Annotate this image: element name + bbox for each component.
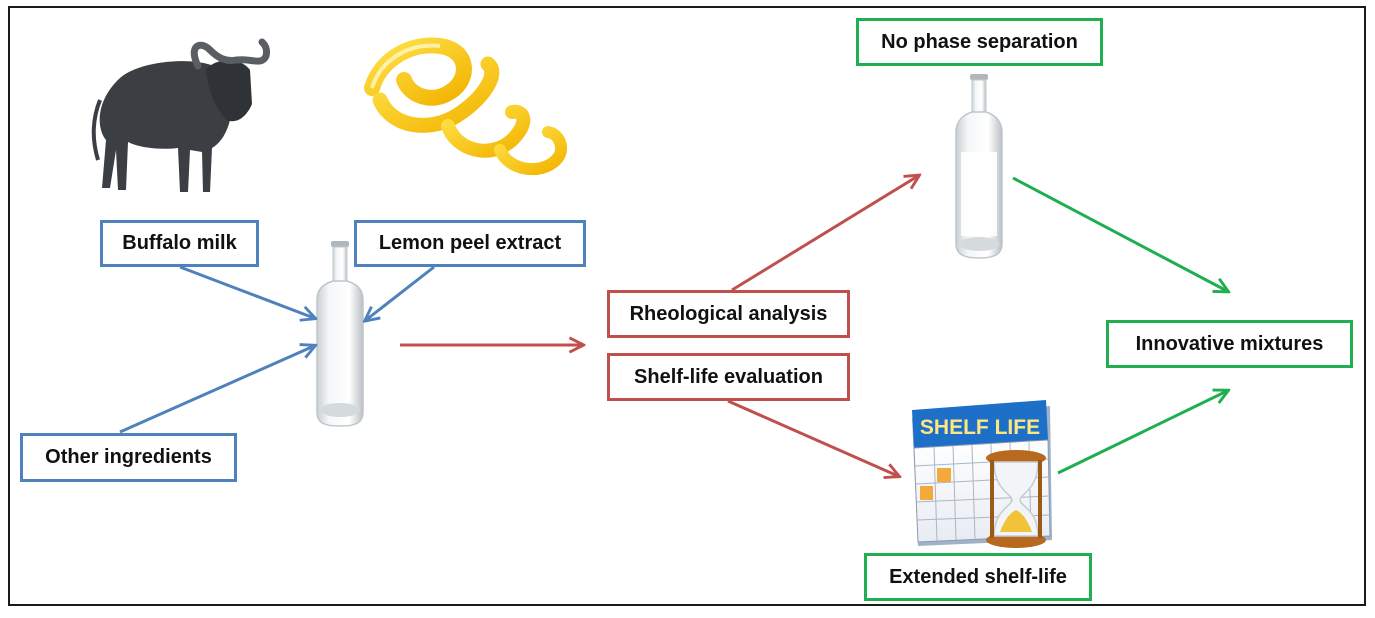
arrow-no-phase-to-innovative [1012,176,1227,291]
lemon-peel-extract-label: Lemon peel extract [354,220,586,267]
no-phase-separation-label: No phase separation [856,18,1103,66]
bottle-icon [955,74,1003,259]
arrow-other-ingredients-to-bottle [119,346,314,434]
bottle-icon [316,241,364,427]
innovative-mixtures-label: Innovative mixtures [1106,320,1353,368]
arrow-buffalo-milk-to-bottle [179,265,314,318]
arrow-extended-to-innovative [1057,391,1227,475]
buffalo-icon [91,38,270,193]
buffalo-milk-label: Buffalo milk [100,220,259,267]
hourglass-icon [986,450,1046,548]
rheological-analysis-label: Rheological analysis [607,290,850,338]
shelf-life-evaluation-label: Shelf-life evaluation [607,353,850,401]
extended-shelf-life-label: Extended shelf-life [864,553,1092,601]
lemon-peel-icon [364,37,568,175]
arrow-lemon-to-bottle [366,265,435,320]
calendar-banner-text: SHELF LIFE [920,416,1040,439]
arrow-rheological-to-no-phase [731,176,918,292]
arrow-shelf-life-to-extended [727,399,898,476]
other-ingredients-label: Other ingredients [20,433,237,482]
